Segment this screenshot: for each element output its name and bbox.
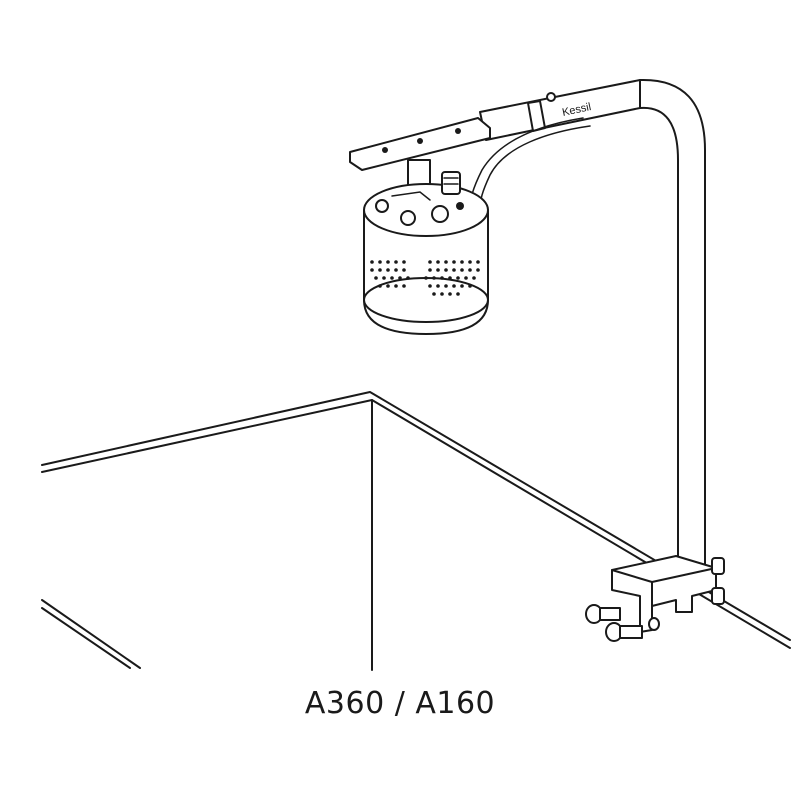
tank-clamp <box>585 555 725 642</box>
gooseneck-mount-arm: Kessil <box>349 78 706 566</box>
kessil-logo: Kessil <box>561 101 592 119</box>
model-caption: A360 / A160 <box>304 686 496 721</box>
mount-illustration: Kessil <box>41 78 791 671</box>
led-lamp <box>363 159 489 335</box>
